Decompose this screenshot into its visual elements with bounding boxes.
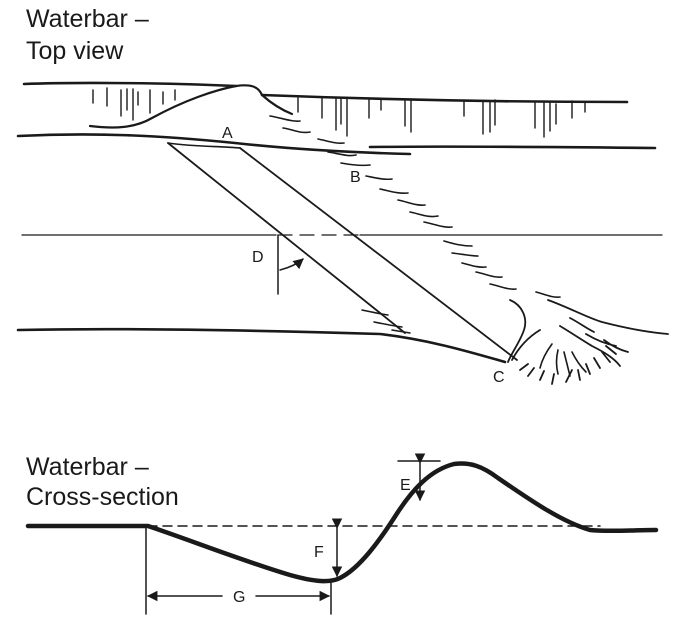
label-a: A [222,125,233,142]
outlet-rock-fan [539,343,587,377]
waterbar-channel-upper [239,147,518,361]
label-f: F [314,544,324,561]
top-view-title-line2: Top view [26,37,124,65]
lower-road-edge [16,133,657,156]
bar-hatching [269,115,561,298]
cross-section-title-line2: Cross-section [26,483,179,511]
label-g: G [233,589,245,606]
label-c: C [493,369,505,386]
angle-d-arc [279,258,304,271]
outlet-right-edge [547,299,669,335]
cross-section-drawing [25,453,659,615]
label-b: B [350,169,361,186]
top-view-drawing [16,81,669,385]
ground-profile [25,461,659,584]
cross-section-title-line1: Waterbar – [26,453,149,481]
waterbar-channel-lower [167,142,406,334]
bottom-road-edge [16,327,507,364]
outlet-apron [511,317,629,385]
label-e: E [400,477,411,494]
top-view-title-line1: Waterbar – [26,5,149,33]
waterbar-channel-top-cap [167,142,241,149]
label-d: D [252,249,264,266]
bottom-road-edge-hatching [361,309,411,334]
bar-outer-edge [507,299,527,363]
cutbank-hatching [92,87,586,138]
upper-road-edge [22,81,629,104]
waterbar-mound-outline [88,84,294,129]
